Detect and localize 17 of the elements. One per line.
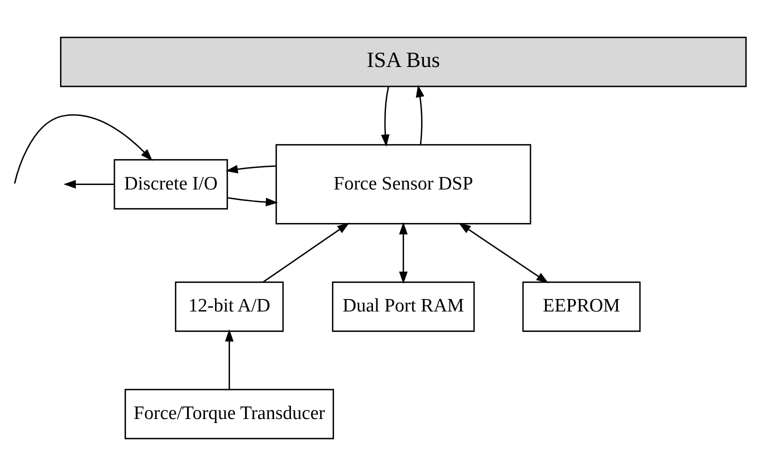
arrow [399, 222, 408, 284]
node-box: EEPROM [522, 281, 641, 332]
node-box: ISA Bus [60, 36, 747, 87]
arrow [225, 328, 234, 390]
node-box: 12-bit A/D [174, 281, 284, 332]
node-box: Force Sensor DSP [276, 144, 532, 224]
arrow [64, 180, 114, 188]
arrow [381, 86, 390, 146]
node-box: Discrete I/O [114, 158, 228, 209]
arrow [262, 222, 350, 282]
arrow [458, 222, 549, 283]
arrow [416, 84, 424, 144]
node-box: Force/Torque Transducer [124, 388, 334, 439]
arrow [228, 196, 278, 206]
arrow [14, 114, 153, 184]
node-box: Dual Port RAM [332, 281, 475, 332]
arrow [226, 164, 276, 173]
